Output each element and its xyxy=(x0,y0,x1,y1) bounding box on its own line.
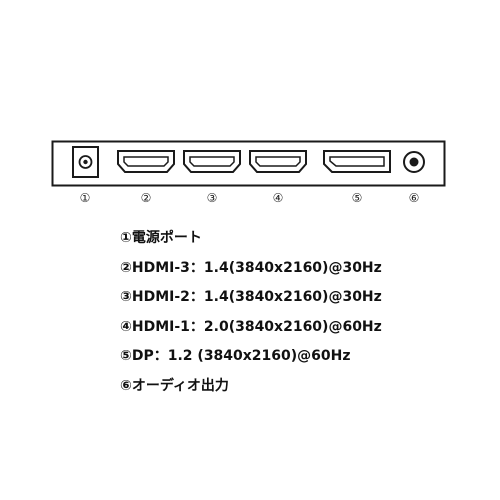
audio-jack-icon xyxy=(403,151,425,173)
port-number-power: ① xyxy=(79,191,91,205)
legend-number: ⑥ xyxy=(120,377,132,394)
legend-item-hdmi-2: ③HDMI-2：1.4(3840x2160)@30Hz xyxy=(120,287,382,317)
legend-text: 電源ポート xyxy=(131,230,202,246)
hdmi-port-icon xyxy=(117,150,175,173)
port-number-hdmi-1: ④ xyxy=(272,191,284,205)
hdmi-port-icon xyxy=(183,150,241,173)
legend-item-power: ①電源ポート xyxy=(120,228,382,258)
port-panel-outline xyxy=(51,140,446,187)
port-number-hdmi-3: ② xyxy=(140,191,152,205)
legend-item-hdmi-1: ④HDMI-1：2.0(3840x2160)@60Hz xyxy=(120,317,382,347)
port-number-dp: ⑤ xyxy=(351,191,363,205)
legend-text: HDMI-2：1.4(3840x2160)@30Hz xyxy=(131,289,382,305)
legend-text: HDMI-1：2.0(3840x2160)@60Hz xyxy=(131,318,382,335)
legend-item-hdmi-3: ②HDMI-3：1.4(3840x2160)@30Hz xyxy=(120,258,382,288)
displayport-icon xyxy=(323,150,391,173)
hdmi-port-icon xyxy=(249,150,307,173)
port-number-hdmi-2: ③ xyxy=(206,191,218,205)
port-number-audio: ⑥ xyxy=(408,191,420,205)
legend-item-audio: ⑥オーディオ出力 xyxy=(120,376,382,406)
dc-power-jack-icon xyxy=(72,146,99,178)
legend-text: DP：1.2 (3840x2160)@60Hz xyxy=(131,348,351,364)
legend-number: ② xyxy=(120,259,132,276)
port-legend: ①電源ポート ②HDMI-3：1.4(3840x2160)@30Hz ③HDMI… xyxy=(120,228,382,405)
legend-number: ④ xyxy=(120,318,132,335)
legend-text: オーディオ出力 xyxy=(131,377,229,394)
legend-number: ① xyxy=(120,230,132,246)
legend-item-dp: ⑤DP：1.2 (3840x2160)@60Hz xyxy=(120,346,382,376)
legend-number: ⑤ xyxy=(120,348,132,364)
legend-number: ③ xyxy=(120,289,132,305)
legend-text: HDMI-3：1.4(3840x2160)@30Hz xyxy=(131,259,382,276)
